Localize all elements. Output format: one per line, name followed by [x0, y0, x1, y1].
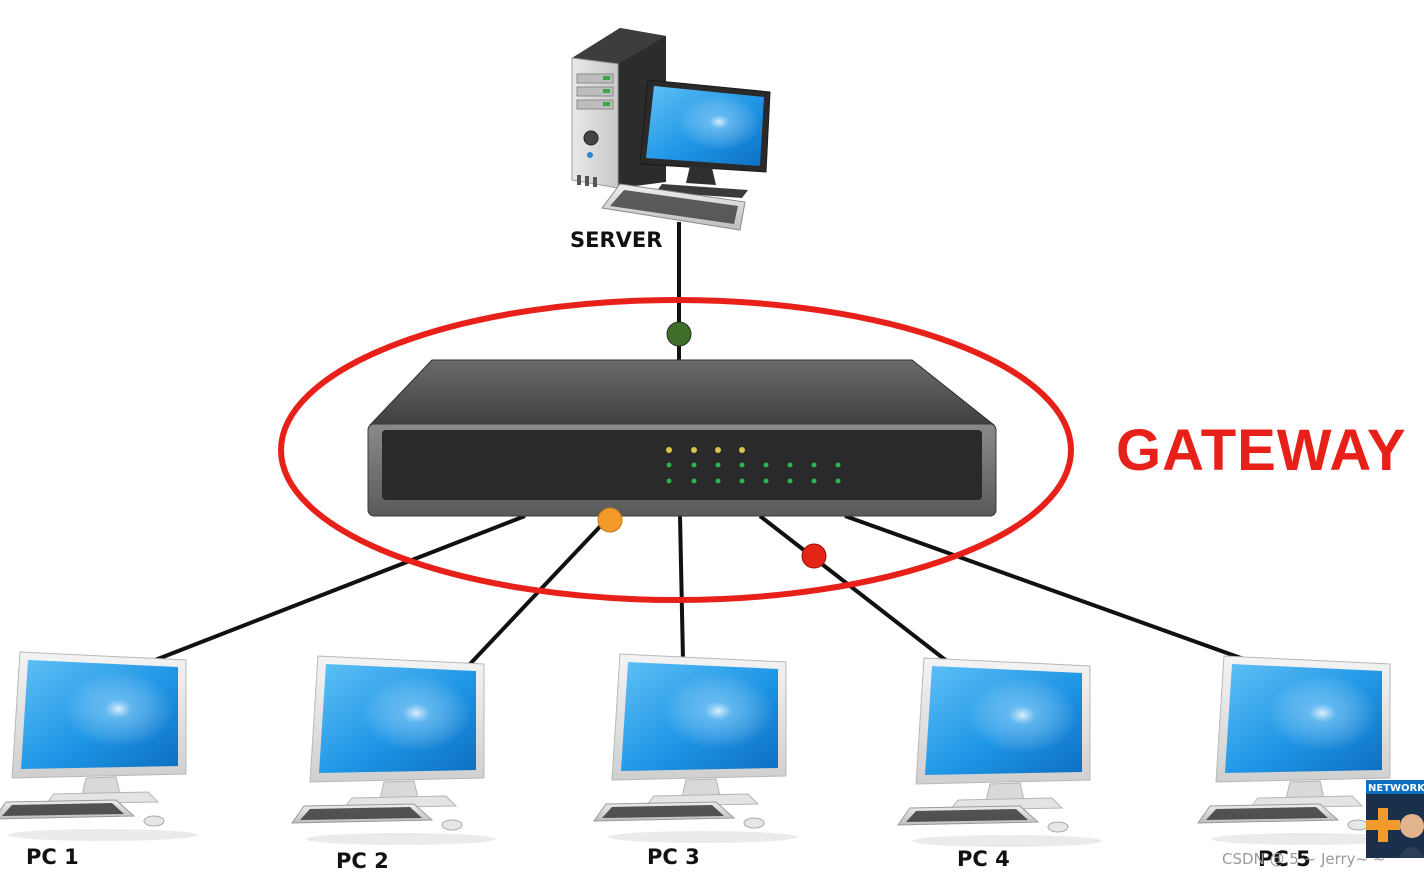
pc-3: PC 3: [593, 653, 799, 869]
server: SERVER: [570, 28, 771, 252]
link-pc4-gateway: [758, 514, 950, 664]
gateway-label: GATEWAY: [1116, 418, 1407, 483]
link-pc3-gateway: [678, 515, 685, 661]
pc-2-label: PC 2: [336, 849, 389, 873]
badge-text: NETWORK: [1368, 783, 1424, 794]
watermark-text: CSDN @ 5 ~ Jerry~ ~: [1222, 850, 1385, 868]
server-tower: [571, 28, 666, 189]
pc-5: PC 5: [1197, 655, 1403, 871]
link-pc1-gateway: [149, 514, 526, 664]
network-plus-badge: NETWORK: [1366, 780, 1424, 858]
watermark: CSDN @ 5 ~ Jerry~ ~: [1222, 850, 1385, 868]
pc-5-label: PC 5: [1258, 847, 1311, 871]
pc-1-computer: [0, 651, 199, 842]
pc-4-label: PC 4: [957, 847, 1010, 871]
server-monitor: [639, 79, 771, 198]
pc-4-computer: [897, 657, 1103, 848]
packet-server-link: [666, 321, 692, 347]
pc-2-computer: [291, 655, 497, 846]
pc-3-label: PC 3: [647, 845, 700, 869]
gateway-highlight-ellipse: [278, 297, 1074, 603]
switch-status-lights: [666, 447, 841, 484]
packets: [597, 321, 827, 569]
pc-1: PC 1: [0, 651, 199, 869]
link-pc5-gateway: [844, 514, 1253, 664]
server-label: SERVER: [570, 228, 662, 252]
pc-2: PC 2: [291, 655, 497, 873]
pc-3-computer: [593, 653, 799, 844]
packet-pc4-link: [801, 543, 827, 569]
avatar: [1400, 814, 1424, 838]
pc-4: PC 4: [897, 657, 1103, 871]
packet-pc2-link: [597, 507, 623, 533]
pc-1-label: PC 1: [26, 845, 79, 869]
server-keyboard: [601, 183, 746, 231]
gateway-device: [367, 359, 997, 517]
